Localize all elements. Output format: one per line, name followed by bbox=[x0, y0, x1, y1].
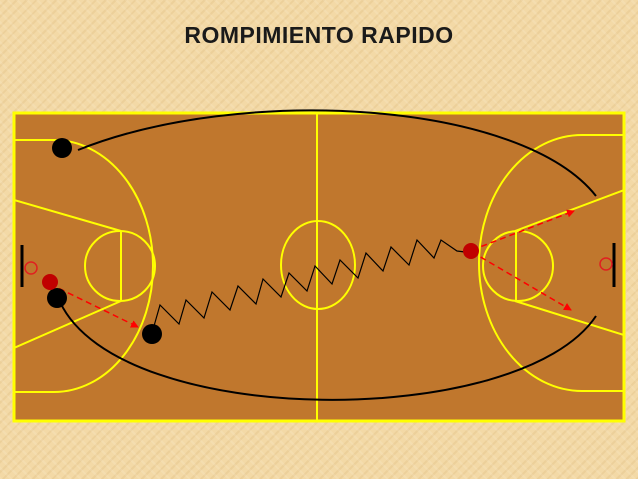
center-circle bbox=[280, 220, 356, 310]
right-basket bbox=[599, 257, 613, 271]
pass-arrow-left bbox=[49, 283, 139, 328]
right-three-point-line bbox=[478, 134, 624, 392]
left-basket bbox=[24, 261, 38, 275]
left-free-throw-circle bbox=[84, 230, 156, 302]
right-key-bottom-line bbox=[514, 300, 624, 336]
red-player-left bbox=[42, 274, 58, 290]
slide-title: ROMPIMIENTO RAPIDO bbox=[184, 22, 454, 48]
court-floor bbox=[14, 113, 624, 421]
black-player-dribbler bbox=[142, 324, 162, 344]
court-border bbox=[12, 111, 626, 423]
pass-arrow-right-top bbox=[471, 209, 575, 251]
player-run-path-bottom bbox=[59, 301, 597, 401]
right-free-throw-circle bbox=[482, 230, 554, 302]
dribble-zigzag-path bbox=[151, 238, 466, 334]
left-key-top-line bbox=[14, 199, 122, 232]
red-player-right bbox=[463, 243, 479, 259]
black-player-top-left bbox=[52, 138, 72, 158]
black-player-baseline bbox=[47, 288, 67, 308]
left-key-bottom-line bbox=[14, 300, 122, 349]
pass-arrow-right-bottom bbox=[471, 251, 572, 311]
left-three-point-line bbox=[14, 139, 154, 393]
player-run-path-top bbox=[77, 109, 597, 197]
